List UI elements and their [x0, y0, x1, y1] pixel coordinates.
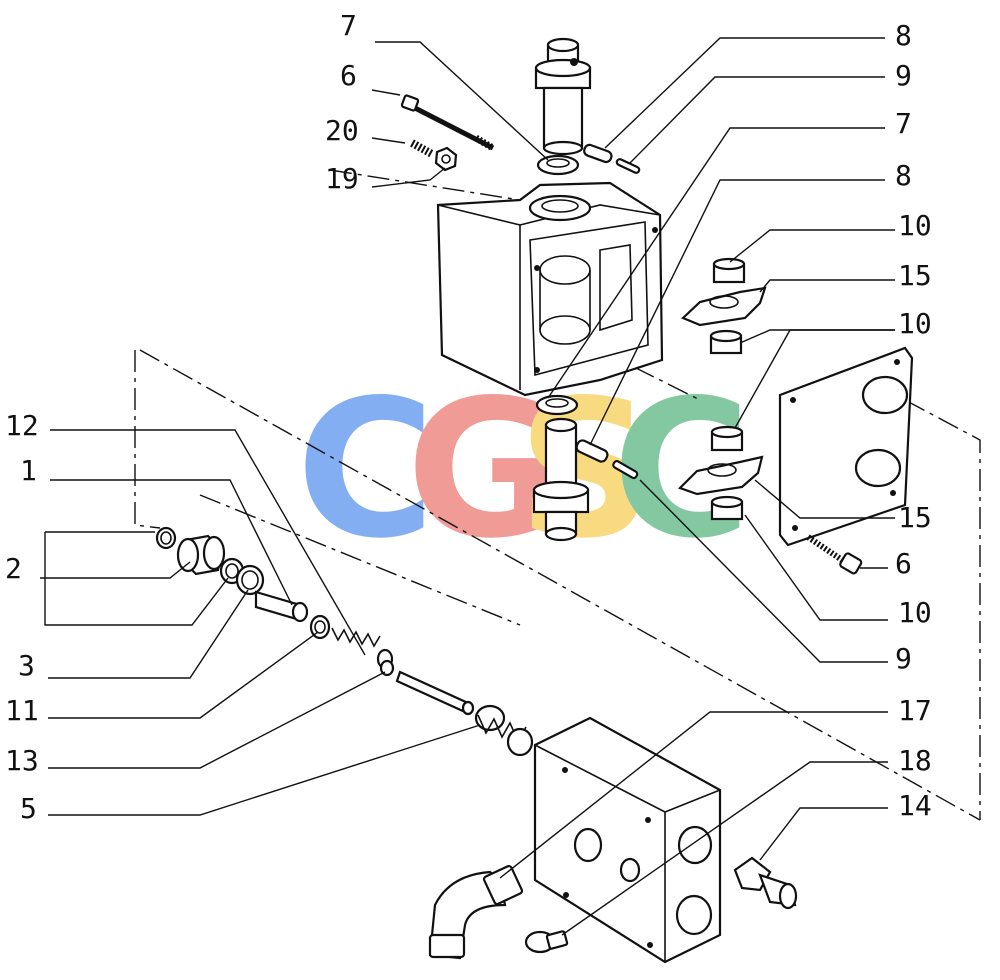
long-bolt-top — [400, 94, 495, 152]
lever-15-b — [677, 455, 764, 496]
callout-8-top: 8 — [895, 19, 912, 52]
washer-13 — [379, 659, 395, 677]
callout-6-right: 6 — [895, 547, 912, 580]
bushing-10-d — [710, 495, 744, 521]
upper-shaft-washer — [536, 154, 580, 176]
bushing-10-c — [710, 425, 744, 452]
long-bolt-right — [806, 534, 863, 575]
callout-6-top: 6 — [340, 59, 357, 92]
callout-5: 5 — [20, 792, 37, 825]
callout-19: 19 — [325, 162, 359, 195]
axis-lines — [134, 169, 981, 821]
washer-11 — [309, 614, 331, 640]
callout-2: 2 — [5, 552, 22, 585]
callout-15-a: 15 — [898, 259, 932, 292]
nut-19 — [434, 146, 458, 172]
lower-shaft-washer — [535, 394, 579, 416]
callout-3: 3 — [18, 649, 35, 682]
leader-lines — [40, 37, 895, 936]
callout-17: 17 — [898, 694, 932, 727]
callout-20: 20 — [325, 114, 359, 147]
valve-body-block — [533, 716, 722, 964]
callout-10-c: 10 — [898, 596, 932, 629]
lower-pivot-shaft — [532, 417, 590, 542]
callout-1: 1 — [20, 454, 37, 487]
callout-8-right: 8 — [895, 159, 912, 192]
callout-13: 13 — [5, 744, 39, 777]
callout-18: 18 — [898, 744, 932, 777]
callout-12: 12 — [5, 409, 39, 442]
upper-pin-8 — [583, 143, 613, 164]
lower-pin-8 — [575, 439, 609, 463]
valve-stem — [395, 670, 475, 716]
callout-15-b: 15 — [898, 501, 932, 534]
callout-9-right: 9 — [895, 642, 912, 675]
callout-10-a: 10 — [898, 209, 932, 242]
o-ring-small — [155, 526, 177, 550]
seal-ring-3b — [235, 564, 265, 596]
callout-9-top: 9 — [895, 59, 912, 92]
bushing-10-b — [709, 329, 743, 355]
bushing-10-a — [712, 257, 746, 284]
callout-10-b: 10 — [898, 307, 932, 340]
elbow-fitting-17 — [428, 864, 524, 960]
upper-pin-9 — [615, 158, 641, 174]
spool-1 — [254, 590, 309, 623]
callout-7-top: 7 — [340, 9, 357, 42]
set-screw-20 — [410, 139, 434, 158]
callout-14: 14 — [898, 789, 932, 822]
callout-7-right: 7 — [895, 107, 912, 140]
lever-15-a — [681, 286, 767, 327]
straight-fitting-14 — [733, 856, 798, 910]
cover-plate — [778, 346, 914, 547]
upper-pivot-shaft — [534, 37, 592, 156]
valve-housing — [436, 181, 664, 397]
callout-numbers: 7 6 20 19 8 9 7 8 10 15 10 15 6 10 9 17 … — [5, 9, 932, 825]
screw-plug-18 — [524, 930, 569, 954]
lower-pin-9 — [612, 460, 639, 480]
spring-5 — [474, 704, 534, 757]
callout-11: 11 — [5, 694, 39, 727]
plug-fitting-2 — [176, 534, 226, 576]
